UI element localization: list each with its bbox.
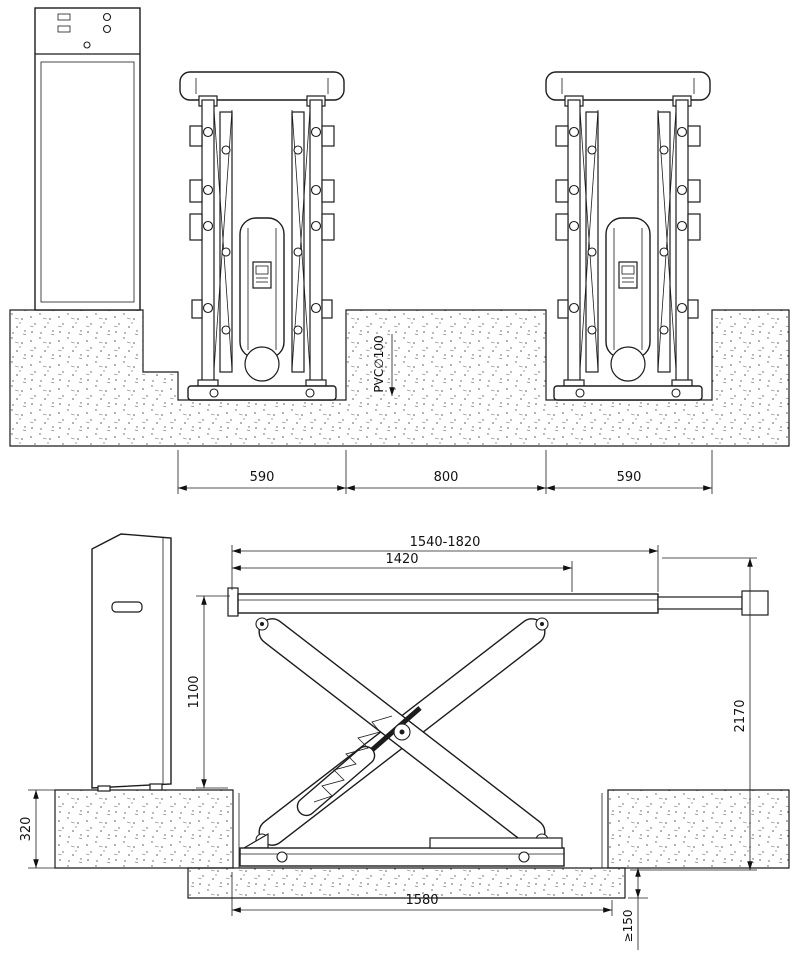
control-cabinet-front: [34, 7, 141, 311]
dim-pit-depth: 320: [19, 817, 34, 842]
dim-center-width: 800: [434, 470, 459, 485]
concrete-block-right: [607, 789, 790, 869]
scissor-lift-front-right: [545, 71, 711, 401]
base-plate: [429, 837, 563, 849]
dim-pit-length: 1580: [405, 893, 438, 908]
indicator-light-icon: [102, 12, 112, 22]
scissor-lift-side: [227, 587, 769, 867]
front-dimensions: 590 800 590: [177, 450, 713, 494]
hydraulic-cylinder: [296, 745, 376, 817]
scissor-lift-front-left: [179, 71, 345, 401]
side-view: 1540-1820 1420 1100 2170 320 158: [19, 533, 790, 950]
concrete-block-left: [54, 789, 234, 869]
dim-raised-height: 1100: [187, 675, 202, 708]
concrete-foundation-front: [9, 309, 790, 447]
pvc-pipe-annotation: PVC∅100: [372, 334, 395, 396]
dim-slab-min-thickness: ≥150: [621, 910, 635, 943]
cabinet-handle: [111, 601, 143, 613]
power-button-icon: [83, 41, 91, 49]
platform-extension-ramp: [657, 596, 743, 610]
safety-ratchet: [313, 715, 393, 803]
dim-platform-length: 1420: [385, 552, 418, 567]
ramp-end-block: [741, 590, 769, 616]
dim-length-range: 1540-1820: [410, 535, 481, 550]
dim-overall-height: 2170: [733, 699, 748, 732]
dim-pit-right-width: 590: [617, 470, 642, 485]
control-cabinet-side: [91, 533, 172, 792]
front-view: PVC∅100 590 800 590: [9, 7, 790, 494]
indicator-light-icon: [102, 24, 112, 34]
dim-pit-left-width: 590: [250, 470, 275, 485]
concrete-slab-bottom: [187, 867, 626, 899]
pvc-pipe-label: PVC∅100: [372, 335, 386, 392]
side-dimensions: 1540-1820 1420 1100 2170 320 158: [19, 535, 757, 950]
